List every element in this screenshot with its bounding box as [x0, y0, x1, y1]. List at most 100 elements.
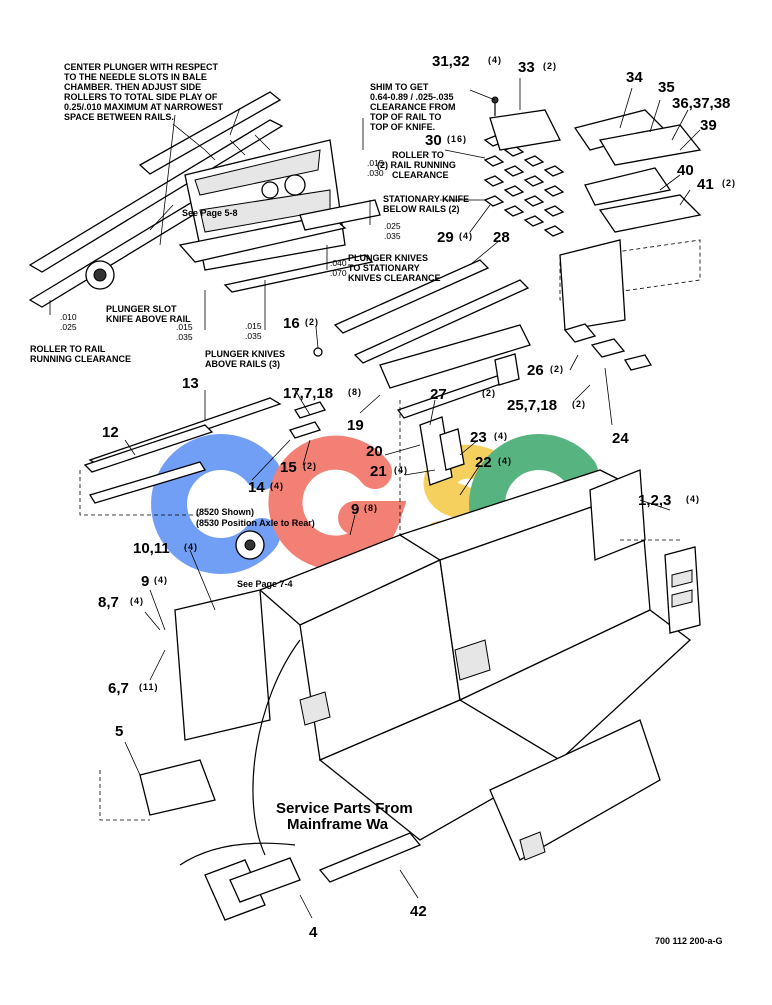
- svg-text:1,2,3: 1,2,3: [638, 492, 671, 509]
- svg-text:12: 12: [102, 424, 119, 441]
- svg-text:ABOVE RAILS (3): ABOVE RAILS (3): [205, 359, 280, 369]
- svg-text:14: 14: [248, 479, 265, 496]
- svg-text:(4): (4): [686, 494, 700, 504]
- dim-010-025: .010.025: [60, 312, 77, 332]
- note-roller-to-rail: ROLLER TO RAIL RUNNING CLEARANCE: [30, 344, 131, 364]
- callout-34: 34: [626, 69, 643, 86]
- svg-text:20: 20: [366, 443, 383, 460]
- svg-text:(4): (4): [154, 575, 168, 585]
- svg-text:Service Parts From: Service Parts From: [276, 800, 413, 817]
- note-plunger-knives-stationary: PLUNGER KNIVES TO STATIONARY KNIVES CLEA…: [348, 253, 441, 283]
- svg-text:(2): (2): [543, 61, 557, 71]
- svg-text:RUNNING CLEARANCE: RUNNING CLEARANCE: [30, 354, 131, 364]
- callout-41: 41(2): [697, 176, 736, 193]
- clip-14: [289, 421, 321, 439]
- callout-4: 4: [309, 924, 318, 941]
- svg-text:(2): (2): [303, 461, 317, 471]
- rail-12: [83, 424, 214, 473]
- plate-41: [598, 194, 702, 233]
- svg-text:(16): (16): [447, 134, 467, 144]
- svg-text:(2): (2): [722, 178, 736, 188]
- svg-text:0.25/.010 MAXIMUM AT NARROWEST: 0.25/.010 MAXIMUM AT NARROWEST: [64, 102, 224, 112]
- callout-16: 16(2): [283, 315, 318, 332]
- callout-30: 30 (16): [425, 132, 467, 149]
- svg-text:.025: .025: [60, 322, 77, 332]
- clip-17: [294, 401, 326, 419]
- svg-text:(11): (11): [139, 682, 159, 692]
- svg-text:.035: .035: [176, 332, 193, 342]
- plate-40: [584, 167, 672, 206]
- callout-8-7: 8,7(4): [98, 594, 143, 611]
- callout-21: 21(4): [370, 463, 407, 480]
- svg-text:6,7: 6,7: [108, 680, 129, 697]
- callout-19: 19: [347, 417, 364, 434]
- svg-text:9: 9: [351, 501, 359, 518]
- svg-text:39: 39: [700, 117, 717, 134]
- svg-text:42: 42: [410, 903, 427, 920]
- note-plunger-slot: PLUNGER SLOT KNIFE ABOVE RAIL: [106, 304, 191, 324]
- callout-40: 40: [677, 162, 694, 179]
- svg-text:CENTER PLUNGER WITH RESPECT: CENTER PLUNGER WITH RESPECT: [64, 62, 219, 72]
- block-26: [563, 323, 597, 343]
- note-service-parts: Service Parts From Mainframe Wa: [276, 800, 413, 833]
- rail-19: [353, 279, 530, 364]
- dim-015-035-b: .015.035: [245, 321, 262, 341]
- svg-text:PLUNGER SLOT: PLUNGER SLOT: [106, 304, 177, 314]
- svg-text:.010: .010: [60, 312, 77, 322]
- annotation-notes: CENTER PLUNGER WITH RESPECT TO THE NEEDL…: [30, 62, 723, 946]
- see-page-7-4: See Page 7-4: [237, 579, 293, 589]
- watermark-letter-c1: [151, 434, 280, 574]
- svg-text:.070: .070: [330, 268, 347, 278]
- svg-text:30: 30: [425, 132, 442, 149]
- callout-42: 42: [410, 903, 427, 920]
- svg-text:(8): (8): [348, 387, 362, 397]
- callout-27: 27(2): [430, 386, 495, 403]
- svg-text:16: 16: [283, 315, 300, 332]
- callout-36-37-38: 36,37,38: [672, 95, 730, 112]
- svg-text:.015: .015: [367, 158, 384, 168]
- callout-39: 39: [700, 117, 717, 134]
- callout-17-7-18: 17,7,18(8): [283, 385, 362, 402]
- note-shim: SHIM TO GET 0.64-0.89 / .025-.035 CLEARA…: [370, 82, 456, 132]
- svg-text:.035: .035: [245, 331, 262, 341]
- svg-text:27: 27: [430, 386, 447, 403]
- svg-text:21: 21: [370, 463, 387, 480]
- svg-text:.035: .035: [384, 231, 401, 241]
- dim-040-070: .040.070: [330, 258, 347, 278]
- bracket-1: [664, 546, 701, 634]
- svg-text:31,32: 31,32: [432, 53, 470, 70]
- svg-text:28: 28: [493, 229, 510, 246]
- callout-10-11: 10,11(4): [133, 540, 197, 557]
- svg-text:ROLLER TO: ROLLER TO: [392, 150, 444, 160]
- svg-text:.015: .015: [176, 322, 193, 332]
- svg-text:(4): (4): [488, 55, 502, 65]
- dim-015-035-a: .015.035: [176, 322, 193, 342]
- drawing-number: 700 112 200-a-G: [655, 936, 723, 946]
- svg-text:BELOW RAILS (2): BELOW RAILS (2): [383, 204, 460, 214]
- callout-1-2-3: 1,2,3 (4): [638, 492, 700, 509]
- note-center-plunger: CENTER PLUNGER WITH RESPECT TO THE NEEDL…: [64, 62, 224, 122]
- svg-text:13: 13: [182, 375, 199, 392]
- note-stationary-knife: STATIONARY KNIFE BELOW RAILS (2): [383, 194, 469, 214]
- svg-text:(4): (4): [270, 481, 284, 491]
- svg-text:29: 29: [437, 229, 454, 246]
- note-8520-shown: (8520 Shown): [196, 507, 254, 517]
- knife-grid-30: [483, 135, 565, 237]
- svg-text:19: 19: [347, 417, 364, 434]
- svg-text:SHIM TO GET: SHIM TO GET: [370, 82, 429, 92]
- svg-text:CLEARANCE: CLEARANCE: [392, 170, 449, 180]
- svg-text:25,7,18: 25,7,18: [507, 397, 557, 414]
- callout-25-7-18: 25,7,18(2): [507, 397, 585, 414]
- svg-text:PLUNGER KNIVES: PLUNGER KNIVES: [205, 349, 285, 359]
- dim-025-035: .025.035: [384, 221, 401, 241]
- dim-015-030: .015.030: [367, 158, 384, 178]
- svg-text:.040: .040: [330, 258, 347, 268]
- callout-12: 12: [102, 424, 119, 441]
- svg-text:(4): (4): [459, 231, 473, 241]
- callout-6-7: 6,7 (11): [108, 680, 159, 697]
- rail-28: [333, 259, 490, 334]
- callout-35: 35: [658, 79, 675, 96]
- svg-text:KNIVES CLEARANCE: KNIVES CLEARANCE: [348, 273, 441, 283]
